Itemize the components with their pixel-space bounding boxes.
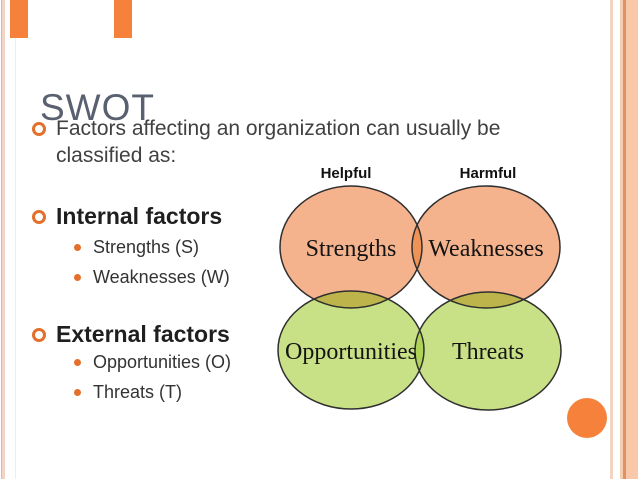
list-item: Strengths (S) [74,237,199,258]
list-item: Weaknesses (W) [74,267,230,288]
internal-factors-heading-row: Internal factors [32,203,222,230]
right-edge-stripe [620,0,623,479]
intro-line-2: classified as: [56,144,177,167]
top-accent-tab [10,0,28,38]
left-edge-stripe [15,0,16,479]
top-accent-tab [114,0,132,38]
opportunities-label: Opportunities [285,339,417,365]
ring-bullet-icon [32,210,46,224]
weaknesses-circle-outline [411,185,561,309]
left-edge-stripe [1,0,2,479]
left-edge-stripe [2,0,5,479]
list-item-label: Weaknesses (W) [93,267,230,287]
dot-bullet-icon [74,244,81,251]
external-factors-heading-row: External factors [32,321,230,348]
list-item-label: Strengths (S) [93,237,200,257]
right-edge-stripe [626,0,638,479]
helpful-column-label: Helpful [321,165,372,182]
page-title: SWOT [40,86,155,128]
strengths-circle [280,186,422,308]
swot-venn-diagram: Helpful Harmful Strengths Weaknesses Opp… [277,165,562,411]
list-item-label: Threats (T) [93,382,183,402]
harmful-column-label: Harmful [460,165,517,182]
threats-circle-outline [414,291,562,411]
ring-bullet-icon [32,328,46,342]
external-factors-heading: External factors [56,321,230,347]
threats-label: Threats [452,339,524,365]
weaknesses-label: Weaknesses [428,236,543,262]
intro-line-1: Factors affecting an organization can us… [56,117,501,140]
dot-bullet-icon [74,359,81,366]
intro-text: Factors affecting an organization can us… [56,115,500,169]
ring-bullet-icon [32,122,46,136]
intro-bullet-row: Factors affecting an organization can us… [32,115,500,169]
dot-bullet-icon [74,389,81,396]
opportunities-circle [278,291,424,409]
opportunities-circle-outline [277,290,425,410]
right-edge-stripe [623,0,626,479]
page-number-badge [567,398,607,438]
dot-bullet-icon [74,274,81,281]
weaknesses-circle [412,186,560,308]
list-item-label: Opportunities (O) [93,352,232,372]
strengths-label: Strengths [306,236,397,262]
list-item: Threats (T) [74,382,182,403]
strengths-circle-outline [279,185,423,309]
list-item: Opportunities (O) [74,352,231,373]
internal-factors-heading: Internal factors [56,203,223,229]
right-edge-stripe [610,0,613,479]
threats-circle [415,292,561,410]
